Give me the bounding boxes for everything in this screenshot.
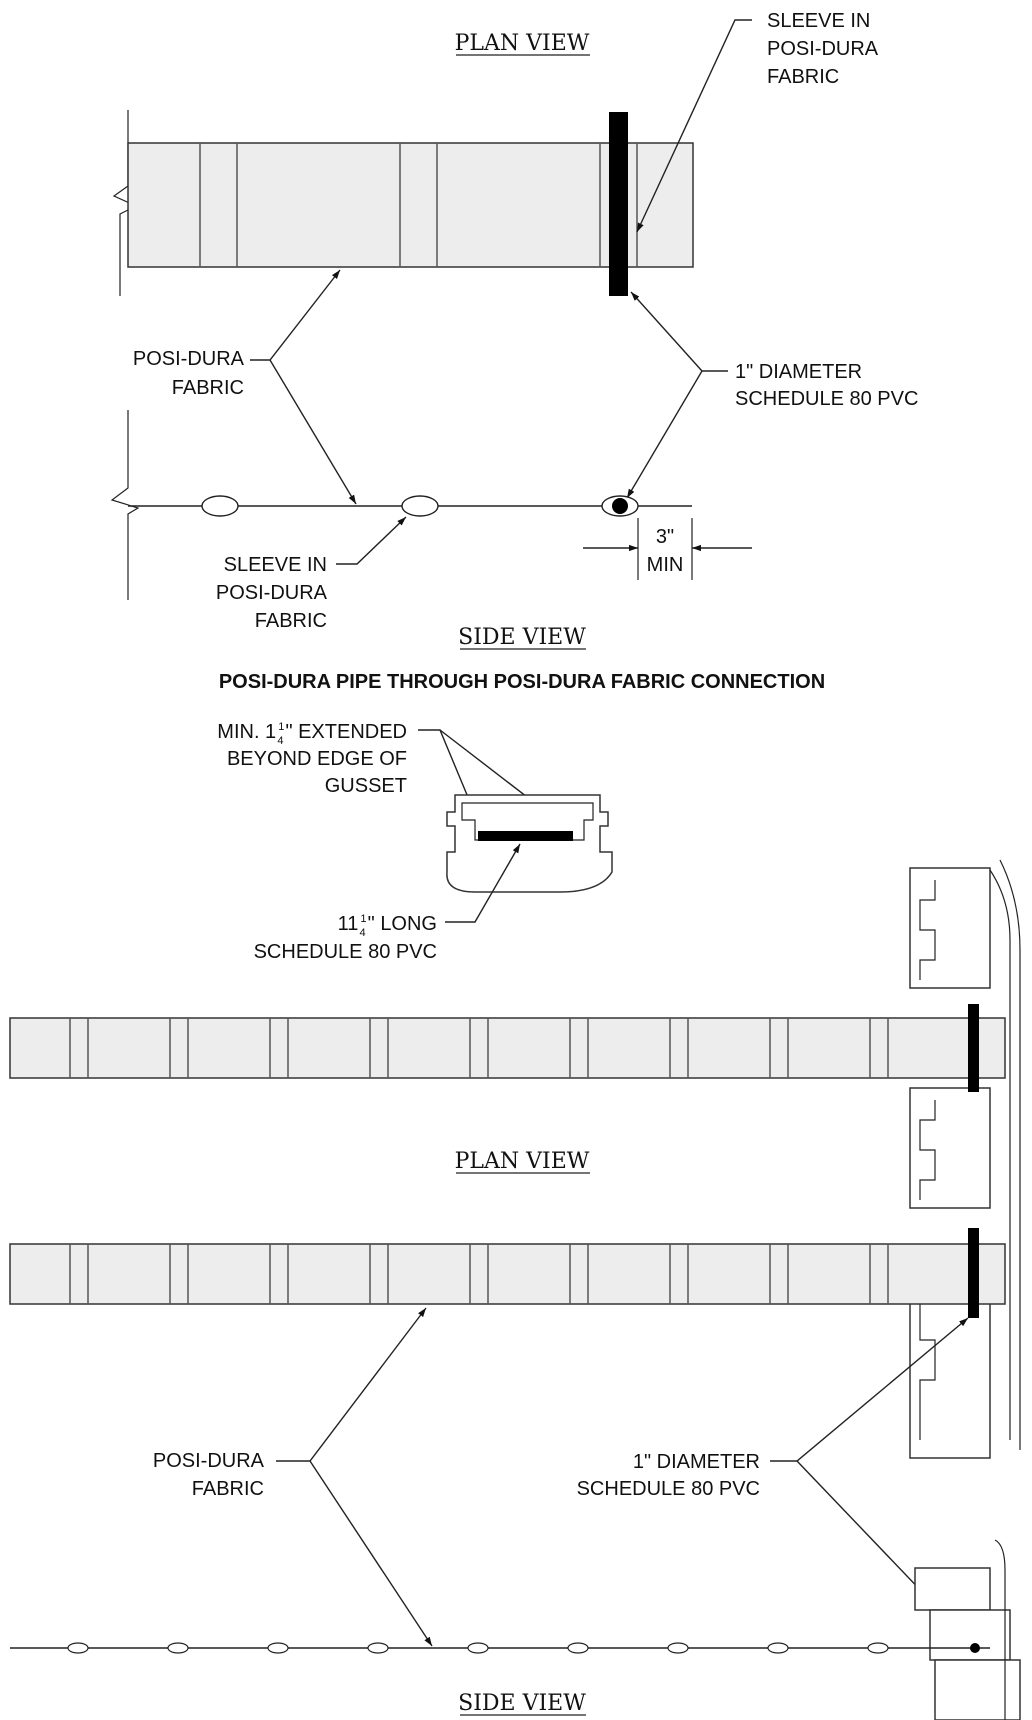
sleeve-loop <box>667 1642 689 1654</box>
fabric-leader-plan <box>250 269 341 361</box>
sleeve-loop <box>267 1642 289 1654</box>
sleeve-loop <box>367 1642 389 1654</box>
bottom-callouts: POSI-DURA FABRIC 1" DIAMETER SCHEDULE 80… <box>153 1307 971 1647</box>
bottom-plan-view-title: PLAN VIEW <box>455 1149 590 1174</box>
sleeve-loop <box>767 1642 789 1654</box>
fabric-leader-side <box>309 1460 433 1647</box>
block-unit <box>909 1087 991 1209</box>
extension-label-line2: BEYOND EDGE OF <box>227 748 407 770</box>
sleeve-bottom-line3: FABRIC <box>255 610 327 632</box>
sleeve-label-line1: SLEEVE IN <box>767 10 870 32</box>
section-heading: POSI-DURA PIPE THROUGH POSI-DURA FABRIC … <box>219 671 825 693</box>
pvc-pipe-plan <box>968 1004 979 1092</box>
fabric-label-line2: FABRIC <box>172 377 244 399</box>
block-side-edge <box>994 1539 1006 1720</box>
pvc-pipe-plan <box>968 1228 979 1318</box>
pvc-pipe-section <box>612 498 628 514</box>
fabric-label-line2: FABRIC <box>192 1478 264 1500</box>
fabric-label-line1: POSI-DURA <box>153 1450 265 1472</box>
pvc-pipe-plan <box>609 112 628 296</box>
top-plan-fabric-strip <box>127 142 694 268</box>
block-edge <box>999 859 1021 1450</box>
fabric-leader-side <box>269 359 357 505</box>
pvc-pipe-detail <box>478 831 573 841</box>
gusset-profile <box>446 794 613 893</box>
sleeve-bottom-line1: SLEEVE IN <box>224 554 327 576</box>
extension-label-line3: GUSSET <box>325 775 407 797</box>
sleeve-loop <box>401 495 439 517</box>
pvc-pipe-section <box>970 1643 980 1653</box>
block-side <box>929 1609 1011 1661</box>
pipe-label-line2: SCHEDULE 80 PVC <box>735 388 918 410</box>
block-unit <box>909 867 991 989</box>
dim-value: 3" <box>656 526 674 548</box>
sleeve-label-line3: FABRIC <box>767 66 839 88</box>
pipe-label-line2: SCHEDULE 80 PVC <box>577 1478 760 1500</box>
top-side-view-title: SIDE VIEW <box>458 625 586 650</box>
block-side <box>934 1659 1021 1720</box>
dim-unit: MIN <box>647 554 684 576</box>
top-side-break-line <box>110 410 140 600</box>
block-edge <box>989 869 1011 1440</box>
bottom-plan-fabric-strip-2 <box>9 1243 1006 1305</box>
pipe-label-line1: 1" DIAMETER <box>633 1451 760 1473</box>
sleeve-leader <box>636 19 752 233</box>
sleeve-bottom-leader <box>336 516 407 565</box>
sleeve-loop <box>467 1642 489 1654</box>
pipe-leader-side <box>626 370 703 499</box>
pipe-label-line1: 1" DIAMETER <box>735 361 862 383</box>
sleeve-label-line2: POSI-DURA <box>767 38 879 60</box>
pipe-leader-plan <box>630 291 728 372</box>
bottom-plan-fabric-strip-1 <box>9 1017 1006 1079</box>
fabric-label-line1: POSI-DURA <box>133 348 245 370</box>
sleeve-loop <box>167 1642 189 1654</box>
bottom-plan-view: PLAN VIEW <box>9 859 1021 1459</box>
top-side-view: 3" MIN SLEEVE IN POSI-DURA FABRIC SIDE V… <box>110 410 752 650</box>
top-plan-view: PLAN VIEW SLEEVE IN POSI-DURA FABRIC <box>112 10 879 296</box>
gusset-inner-profile <box>461 802 594 841</box>
pipe-length-leader <box>445 843 521 923</box>
bottom-side-view-title: SIDE VIEW <box>458 1691 586 1716</box>
block-side <box>914 1567 991 1611</box>
sleeve-loop <box>67 1642 89 1654</box>
sleeve-loop <box>201 495 239 517</box>
top-plan-view-title: PLAN VIEW <box>455 31 590 56</box>
sleeve-loop <box>567 1642 589 1654</box>
fabric-leader-plan <box>276 1307 427 1462</box>
block-profile <box>919 1100 936 1200</box>
top-callouts: POSI-DURA FABRIC 1" DIAMETER SCHEDULE 80… <box>133 269 918 505</box>
block-profile <box>919 880 936 980</box>
bottom-side-view: SIDE VIEW <box>10 1539 1021 1720</box>
sleeve-loop <box>867 1642 889 1654</box>
pipe-length-line2: SCHEDULE 80 PVC <box>254 941 437 963</box>
sleeve-bottom-line2: POSI-DURA <box>216 582 328 604</box>
